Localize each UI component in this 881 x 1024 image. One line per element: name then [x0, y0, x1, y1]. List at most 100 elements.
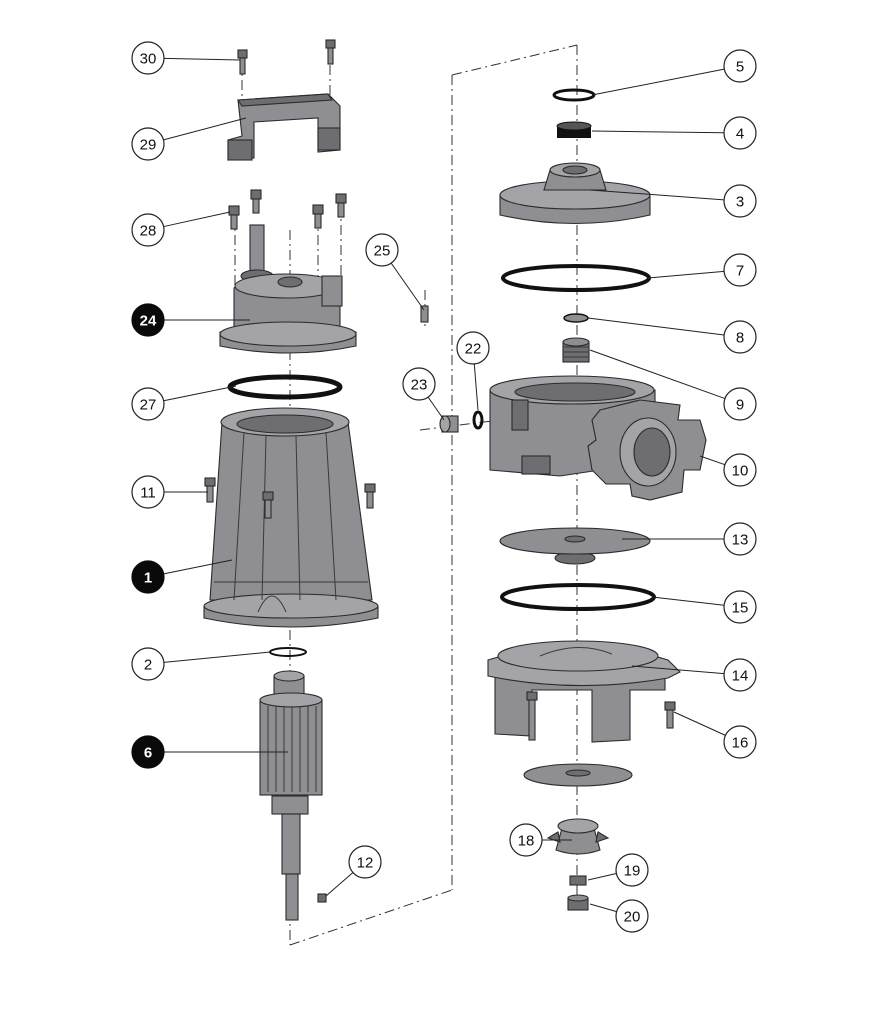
part-14-base-stand [487, 640, 681, 743]
callout-5-leader [591, 68, 725, 96]
callout-24-circle [131, 303, 165, 337]
callout-6-circle [131, 735, 165, 769]
callout-22-circle [456, 331, 490, 365]
callout-27-label: 27 [140, 397, 157, 414]
callout-23-leader [427, 396, 445, 421]
callout-1-leader [163, 559, 233, 575]
callout-19-leader [587, 873, 617, 881]
callout-16-leader [673, 711, 726, 736]
callout-15-label: 15 [732, 600, 749, 617]
callout-28-label: 28 [140, 223, 157, 240]
callout-4-label: 4 [736, 126, 744, 143]
callout-3-leader [589, 189, 725, 201]
callout-20-label: 20 [624, 909, 641, 926]
callout-24: 24 [131, 303, 250, 337]
callout-10-label: 10 [732, 463, 749, 480]
callout-16: 16 [673, 711, 757, 759]
callout-10: 10 [699, 453, 757, 487]
callout-28: 28 [131, 211, 231, 247]
callout-12: 12 [325, 845, 382, 897]
callout-4-leader [591, 130, 725, 134]
part-11-screws [204, 477, 376, 519]
callout-3-circle [723, 184, 757, 218]
callout-10-leader [699, 455, 726, 466]
callout-22-label: 22 [465, 341, 482, 358]
callout-1: 1 [131, 559, 233, 594]
callout-25-circle [365, 233, 399, 267]
callout-27: 27 [131, 385, 237, 421]
callout-5: 5 [591, 49, 757, 96]
callout-30: 30 [131, 41, 241, 75]
callout-28-leader [163, 211, 231, 228]
callout-8-label: 8 [736, 330, 744, 347]
callout-2: 2 [131, 647, 271, 681]
callout-22: 22 [456, 331, 490, 411]
callout-layer: 3029282427111261225232254378910131514161… [131, 41, 757, 933]
callout-2-circle [131, 647, 165, 681]
callout-8-leader [587, 317, 725, 336]
callout-27-circle [131, 387, 165, 421]
callout-3-label: 3 [736, 194, 744, 211]
callout-15-leader [651, 596, 725, 606]
part-4-seal [556, 121, 592, 138]
callout-11: 11 [131, 475, 208, 509]
part-18-impeller [546, 818, 610, 855]
callout-18-label: 18 [518, 833, 535, 850]
callout-6: 6 [131, 735, 288, 769]
part-30-screws [237, 39, 336, 75]
callout-15-circle [723, 590, 757, 624]
callout-13: 13 [622, 522, 757, 556]
callout-3: 3 [589, 184, 757, 218]
callout-23: 23 [402, 367, 445, 421]
part-5-snap-ring [552, 88, 596, 102]
callout-8: 8 [587, 317, 757, 354]
bottom-plate [523, 763, 633, 787]
callout-7: 7 [647, 253, 757, 287]
callout-29: 29 [131, 117, 247, 161]
callout-9-circle [723, 387, 757, 421]
callout-20-leader [589, 903, 617, 913]
part-12-key [317, 893, 327, 903]
part-15-o-ring [500, 583, 656, 611]
callout-1-label: 1 [144, 570, 152, 587]
part-28-screws [228, 189, 347, 230]
callout-22-leader [473, 363, 479, 411]
callout-14: 14 [631, 658, 757, 692]
callout-19-circle [615, 853, 649, 887]
callout-12-circle [348, 845, 382, 879]
callout-2-label: 2 [144, 657, 152, 674]
callout-23-circle [402, 367, 436, 401]
callout-2-leader [163, 651, 271, 663]
callout-30-leader [163, 57, 241, 61]
callout-9-leader [589, 349, 726, 400]
callout-14-label: 14 [732, 668, 749, 685]
part-3-bearing-cover [499, 162, 651, 224]
part-29-handle [227, 93, 341, 161]
part-27-o-ring [227, 374, 343, 400]
callout-1-circle [131, 560, 165, 594]
callout-20-circle [615, 899, 649, 933]
callout-13-label: 13 [732, 532, 749, 549]
callout-18: 18 [509, 823, 572, 857]
callout-20: 20 [589, 899, 649, 933]
part-9-spring [562, 337, 590, 363]
callout-30-circle [131, 41, 165, 75]
callout-23-label: 23 [411, 377, 428, 394]
callout-14-leader [631, 665, 725, 675]
callout-7-leader [647, 270, 725, 279]
callout-14-circle [723, 658, 757, 692]
callout-11-label: 11 [140, 485, 156, 502]
callout-18-circle [509, 823, 543, 857]
callout-5-label: 5 [736, 59, 744, 76]
callout-16-label: 16 [732, 735, 749, 752]
callout-25-leader [390, 262, 425, 311]
callout-27-leader [163, 385, 237, 402]
part-20-nut [567, 894, 589, 911]
part-7-o-ring [501, 264, 651, 292]
callout-28-circle [131, 213, 165, 247]
part-13-wear-plate [499, 527, 651, 565]
callout-29-circle [131, 127, 165, 161]
part-22-washer [472, 410, 484, 430]
callout-6-label: 6 [144, 745, 152, 762]
